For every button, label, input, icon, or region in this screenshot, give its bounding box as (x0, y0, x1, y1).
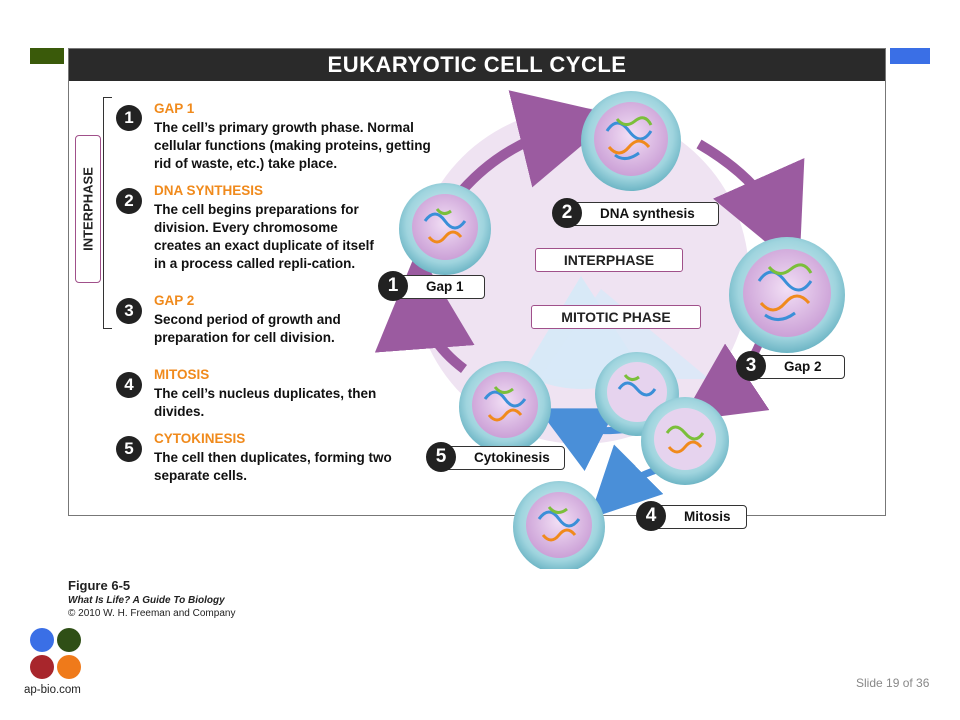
label-text: Gap 2 (784, 359, 822, 374)
label-cytokinesis: 5 Cytokinesis (426, 442, 565, 472)
label-number: 5 (426, 442, 456, 472)
mitotic-triangle (539, 289, 709, 379)
site-name: ap-bio.com (24, 684, 81, 696)
step-title: GAP 2 (154, 293, 195, 308)
label-text: DNA synthesis (600, 206, 695, 221)
slide-number: Slide 19 of 36 (856, 676, 930, 690)
cell-gap1-icon (399, 183, 491, 275)
cell-cycle-diagram (374, 90, 845, 569)
step-number: 1 (116, 105, 142, 131)
label-gap1: 1 Gap 1 (378, 271, 485, 301)
cell-cycle-figure: EUKARYOTIC CELL CYCLE INTERPHASE 1 GAP 1… (68, 48, 886, 569)
label-number: 2 (552, 198, 582, 228)
interphase-label: INTERPHASE (535, 248, 683, 272)
arrow-mitosis-to-daughter (589, 444, 664, 519)
accent-bar-right (890, 48, 930, 64)
step-title: DNA SYNTHESIS (154, 183, 264, 198)
label-text: Gap 1 (426, 279, 464, 294)
label-mitosis: 4 Mitosis (636, 501, 747, 531)
interphase-side-label: INTERPHASE (75, 135, 101, 283)
figure-title: EUKARYOTIC CELL CYCLE (69, 49, 885, 81)
step-description: The cell’s nucleus duplicates, then divi… (154, 386, 377, 419)
label-number: 4 (636, 501, 666, 531)
step-description: The cell then duplicates, forming two se… (154, 450, 392, 483)
step-title: GAP 1 (154, 101, 195, 116)
cell-dna-synthesis-icon (581, 91, 681, 191)
step-number: 3 (116, 298, 142, 324)
logo-dot-red (30, 655, 54, 679)
step-description: Second period of growth and preparation … (154, 312, 341, 345)
ap-bio-logo (30, 628, 82, 680)
label-number: 3 (736, 351, 766, 381)
logo-dot-blue (30, 628, 54, 652)
step-title: CYTOKINESIS (154, 431, 246, 446)
accent-bar-left (30, 48, 64, 64)
logo-dot-orange (57, 655, 81, 679)
label-text: Cytokinesis (474, 450, 550, 465)
step-description: The cell’s primary growth phase. Normal … (154, 120, 431, 171)
label-text: Mitosis (684, 509, 731, 524)
interphase-bracket (103, 97, 112, 329)
step-description: The cell begins preparations for divisio… (154, 202, 374, 271)
step-number: 5 (116, 436, 142, 462)
step-number: 2 (116, 188, 142, 214)
arrow-cytokinesis-to-gap1 (374, 249, 475, 373)
caption-subtitle: What Is Life? A Guide To Biology (68, 595, 225, 606)
cell-gap2-icon (729, 237, 845, 353)
arrow-gap1-to-synthesis (451, 90, 618, 203)
cell-daughter-icon (513, 481, 605, 569)
caption-title: Figure 6-5 (68, 578, 131, 593)
step-title: MITOSIS (154, 367, 210, 382)
mitotic-phase-label: MITOTIC PHASE (531, 305, 701, 329)
label-number: 1 (378, 271, 408, 301)
arrow-synthesis-to-gap2 (696, 139, 805, 270)
label-gap2: 3 Gap 2 (736, 351, 845, 381)
caption-copyright: © 2010 W. H. Freeman and Company (68, 608, 236, 619)
step-number: 4 (116, 372, 142, 398)
figure-caption: Figure 6-5 What Is Life? A Guide To Biol… (68, 578, 235, 619)
cell-mitosis-icon (595, 352, 729, 485)
label-dna-synthesis: 2 DNA synthesis (552, 198, 719, 228)
logo-dot-green (57, 628, 81, 652)
cell-cytokinesis-icon (459, 361, 551, 453)
